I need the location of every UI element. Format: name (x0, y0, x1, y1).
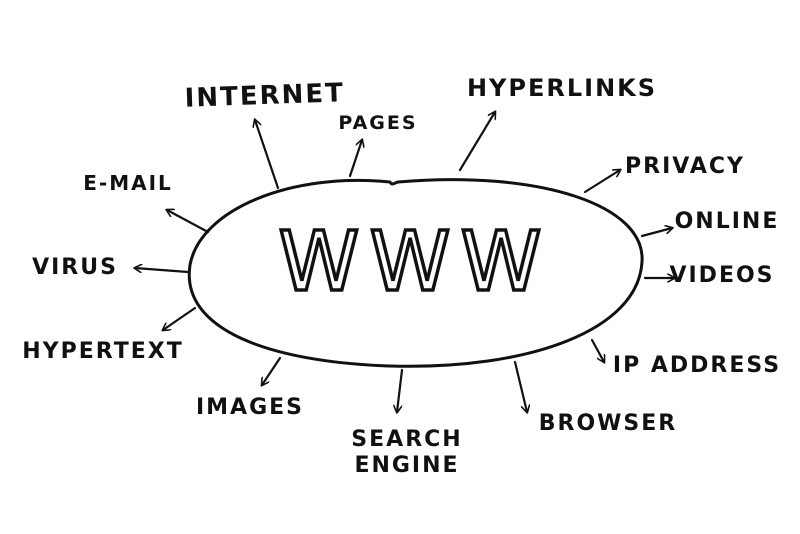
arrow-hyperlinks (458, 112, 495, 172)
label-videos-line: VIDEOS (669, 263, 774, 288)
arrow-browser (513, 360, 527, 412)
arrow-ip-address (590, 338, 604, 362)
label-images: IMAGES (196, 395, 304, 420)
arrow-virus (135, 268, 190, 274)
label-virus-line: VIRUS (32, 255, 118, 280)
label-e-mail-line: E-MAIL (83, 171, 173, 195)
label-pages: PAGES (338, 112, 417, 134)
center-ellipse (187, 178, 644, 368)
arrow-images (262, 356, 282, 385)
label-hyperlinks: HYPERLINKS (467, 74, 657, 102)
arrow-hypertext (163, 306, 197, 330)
label-virus: VIRUS (32, 255, 118, 280)
arrow-search-engine (397, 368, 404, 412)
label-privacy: PRIVACY (625, 154, 745, 179)
label-videos: VIDEOS (669, 263, 774, 288)
label-internet-line: INTERNET (184, 78, 345, 114)
label-browser: BROWSER (539, 411, 678, 436)
label-browser-line: BROWSER (539, 411, 678, 436)
label-privacy-line: PRIVACY (625, 154, 745, 179)
label-ip-address-line: IP ADDRESS (613, 353, 781, 378)
label-ip-address: IP ADDRESS (613, 353, 781, 378)
label-search-engine-line: ENGINE (354, 453, 459, 478)
label-hypertext: HYPERTEXT (22, 339, 183, 364)
label-online-line: ONLINE (675, 209, 780, 234)
arrow-pages (348, 140, 362, 178)
label-e-mail: E-MAIL (83, 171, 173, 195)
center-label: WWW (278, 215, 551, 310)
label-pages-line: PAGES (338, 112, 417, 134)
label-hypertext-line: HYPERTEXT (22, 339, 183, 364)
label-online: ONLINE (675, 209, 780, 234)
label-hyperlinks-line: HYPERLINKS (467, 74, 657, 102)
arrow-internet (255, 120, 280, 190)
label-search-engine-line: SEARCH (351, 427, 462, 452)
connectors (135, 112, 674, 412)
arrow-privacy (583, 170, 620, 194)
arrow-e-mail (167, 210, 210, 234)
arrow-online (640, 228, 672, 238)
label-images-line: IMAGES (196, 395, 304, 420)
label-internet: INTERNET (184, 78, 345, 114)
